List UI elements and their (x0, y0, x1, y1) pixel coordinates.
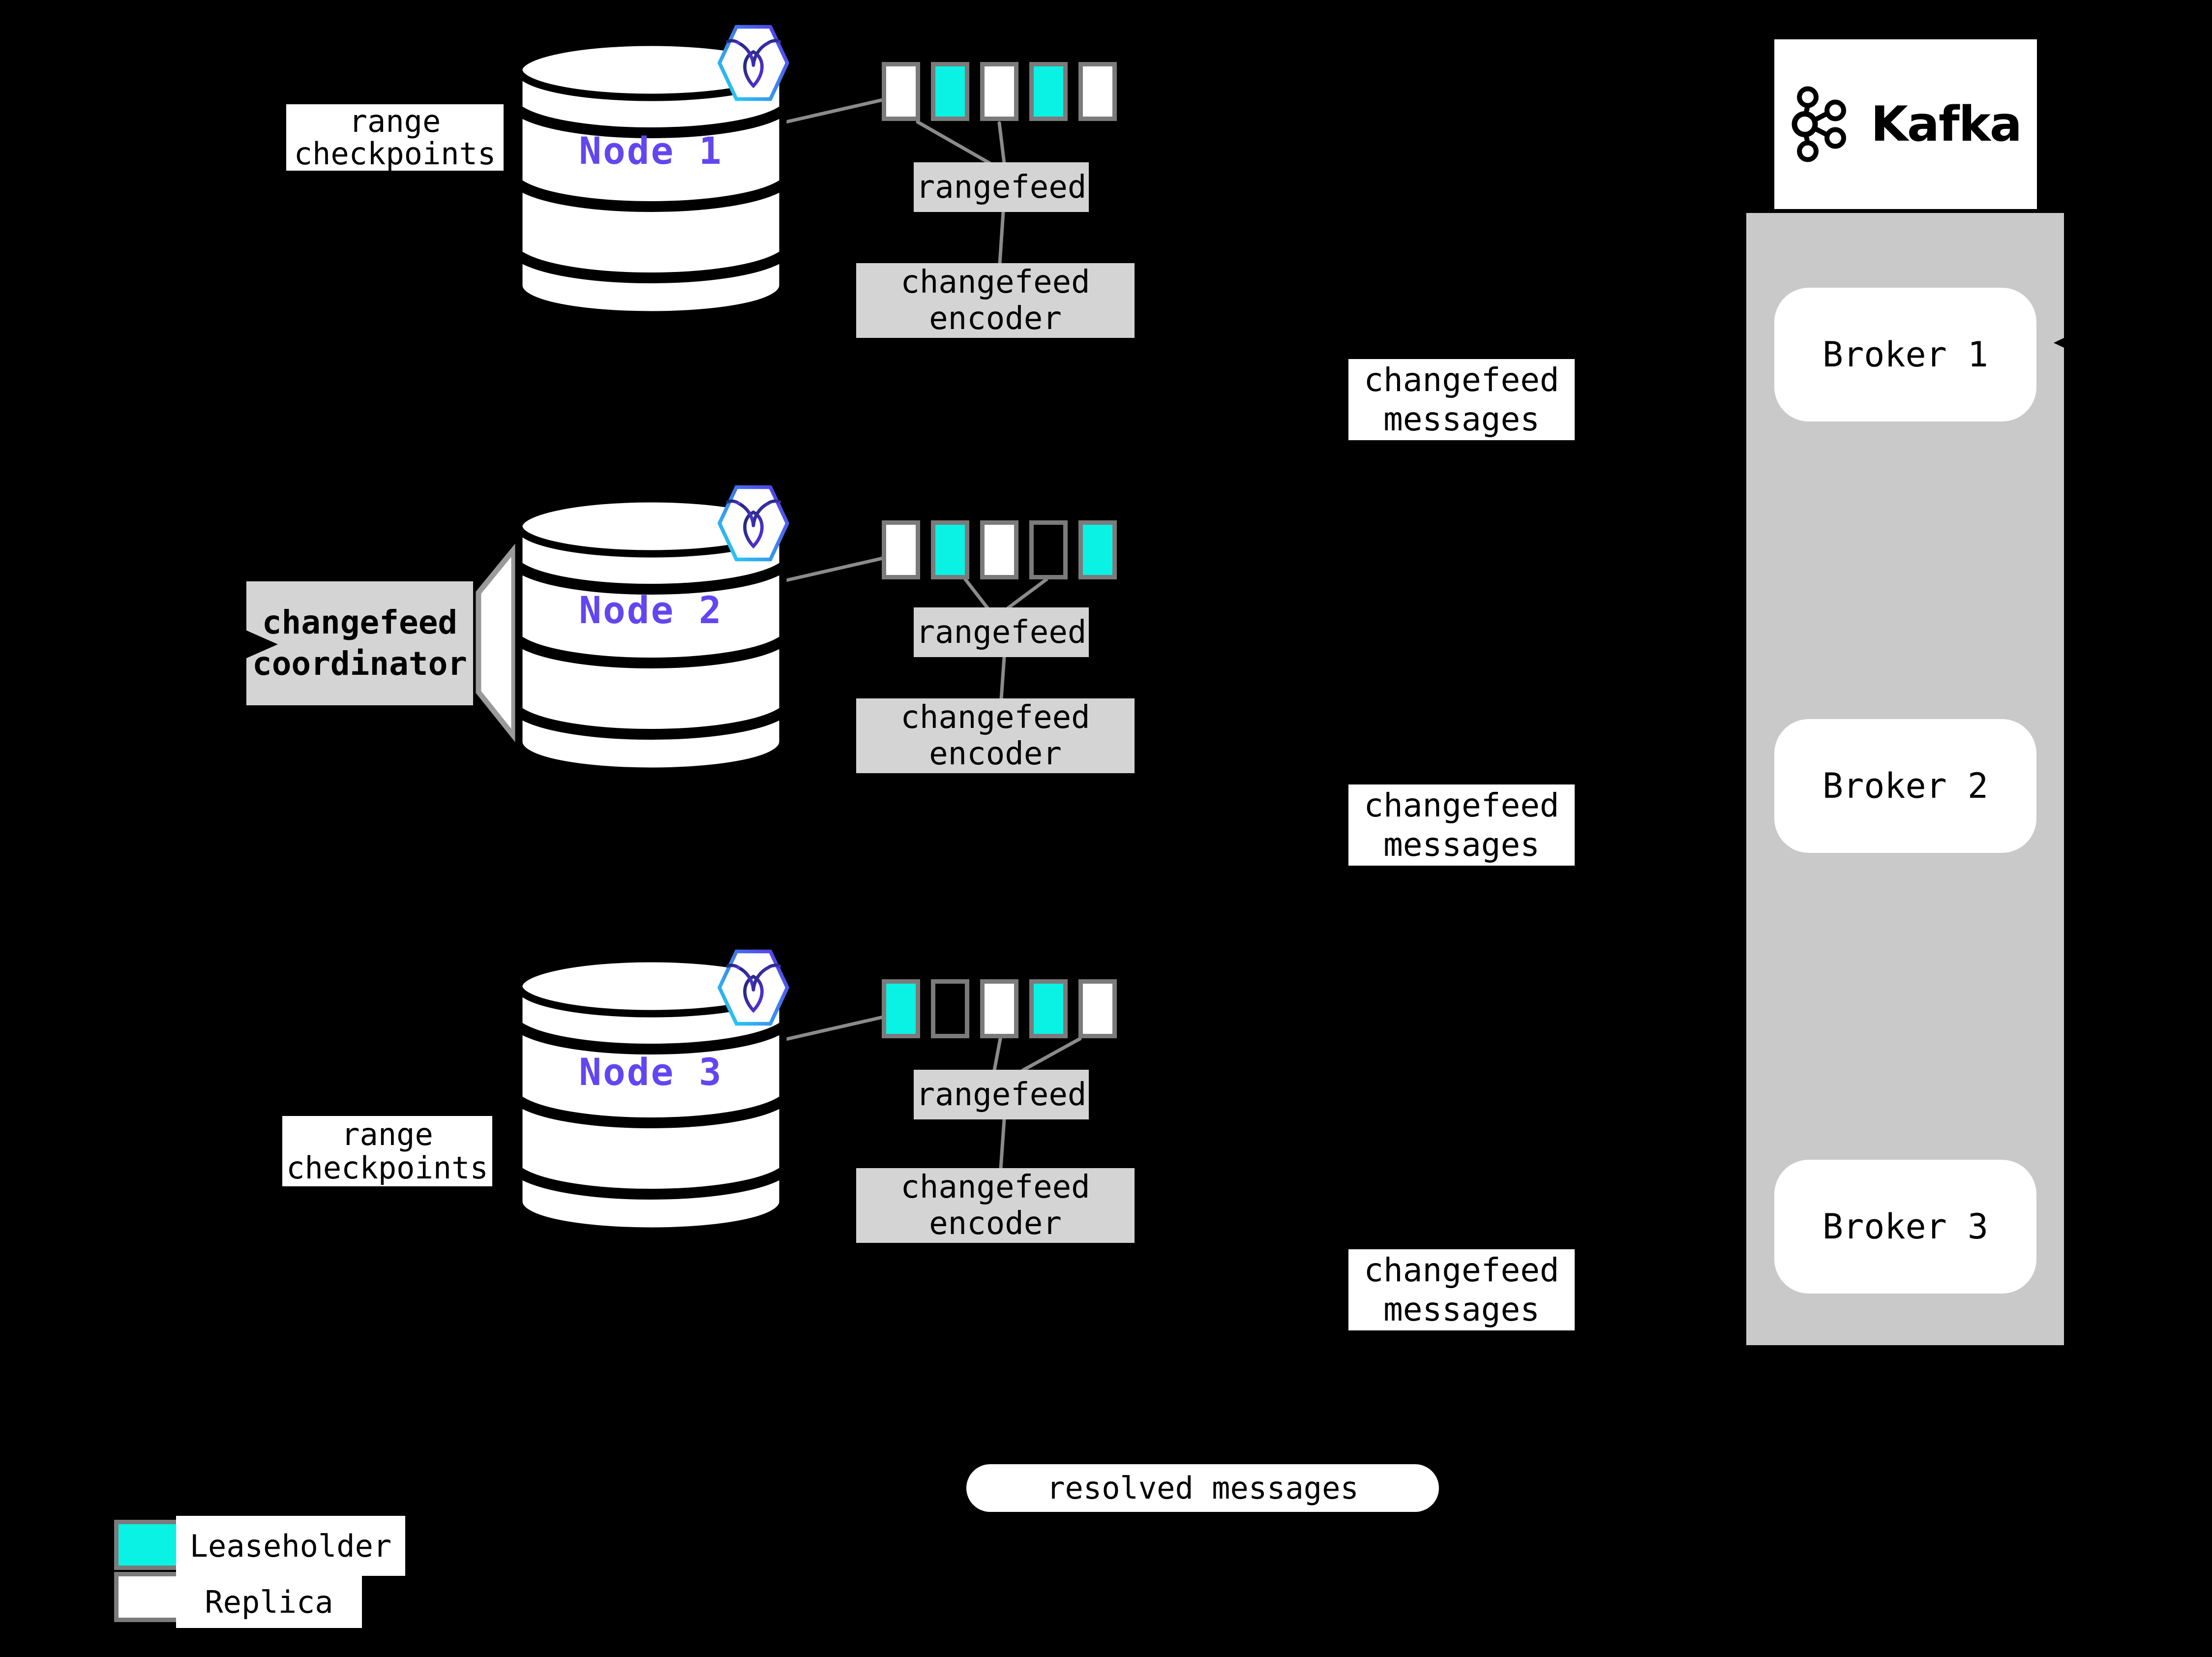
resolved-messages-pill: resolved messages (966, 1464, 1439, 1512)
label-line: changefeed (1364, 1251, 1559, 1289)
legend-leaseholder-label: Leaseholder (176, 1516, 405, 1576)
range-box (931, 62, 969, 121)
label-line: changefeed (1364, 361, 1559, 399)
node-3-label: Node 3 (579, 1050, 723, 1094)
legend-replica-swatch (114, 1572, 180, 1622)
range-box (931, 979, 969, 1038)
changefeed-encoder-box: changefeed encoder (856, 263, 1135, 338)
label-line: messages (1383, 825, 1540, 864)
label-line: encoder (929, 736, 1062, 772)
broker-1-box: Broker 1 (1774, 288, 2036, 422)
broker-2-box: Broker 2 (1774, 719, 2036, 853)
broker-label: Broker 2 (1822, 766, 1989, 806)
range-box (980, 979, 1018, 1038)
range-box (1029, 62, 1068, 121)
label-line: Leaseholder (189, 1528, 392, 1564)
database-cylinder-icon (515, 39, 787, 319)
legend-leaseholder-swatch (114, 1520, 180, 1570)
broker-label: Broker 1 (1822, 334, 1989, 375)
range-box (980, 62, 1018, 121)
rangefeed-box: rangefeed (914, 607, 1089, 657)
label-line: messages (1383, 400, 1540, 438)
range-box (931, 520, 969, 579)
database-cylinder-icon (515, 496, 787, 775)
label-line: changefeed (900, 264, 1090, 301)
changefeed-messages-label: changefeed messages (1348, 359, 1575, 440)
range-checkpoints-label-bottom: range checkpoints (282, 1116, 492, 1186)
range-box (980, 520, 1018, 579)
range-box (1078, 520, 1117, 579)
range-box (1029, 979, 1068, 1038)
arrowhead-icon (240, 628, 278, 661)
range-box (1078, 62, 1117, 121)
broker-label: Broker 3 (1822, 1206, 1989, 1247)
arrowhead-icon (2054, 325, 2092, 361)
rangefeed-label: rangefeed (916, 614, 1087, 651)
cockroachdb-badge-icon (717, 949, 790, 1026)
label-line: range (349, 103, 441, 139)
broker-3-box: Broker 3 (1774, 1160, 2036, 1294)
kafka-brand-text: Kafka (1870, 96, 2022, 152)
legend-replica-label: Replica (176, 1576, 362, 1628)
label-line: changefeed (1364, 786, 1559, 824)
cockroachdb-badge-icon (717, 25, 790, 101)
changefeed-encoder-box: changefeed encoder (856, 1168, 1135, 1243)
node-2-label: Node 2 (579, 588, 723, 632)
changefeed-messages-label: changefeed messages (1348, 1249, 1575, 1330)
resolved-messages-label: resolved messages (1046, 1470, 1359, 1506)
coordinator-flag-icon (476, 542, 517, 744)
label-line: coordinator (252, 645, 468, 683)
range-checkpoints-label-top: range checkpoints (286, 104, 504, 171)
rangefeed-box: rangefeed (914, 1070, 1089, 1119)
cockroachdb-badge-icon (717, 485, 790, 562)
label-line: changefeed (262, 603, 458, 641)
range-box (882, 62, 920, 121)
label-line: range (341, 1116, 433, 1152)
kafka-logo-icon (1792, 86, 1846, 162)
kafka-logo-box: Kafka (1774, 39, 2037, 209)
changefeed-messages-label: changefeed messages (1348, 784, 1575, 866)
rangefeed-box: rangefeed (914, 162, 1089, 212)
label-line: checkpoints (286, 1149, 488, 1186)
changefeed-coordinator-box: changefeed coordinator (246, 581, 473, 705)
range-box (1078, 979, 1117, 1038)
label-line: checkpoints (294, 135, 496, 172)
node-1-label: Node 1 (579, 129, 723, 173)
database-cylinder-icon (515, 956, 787, 1235)
label-line: changefeed (900, 1169, 1090, 1205)
label-line: encoder (929, 301, 1062, 337)
label-line: changefeed (900, 699, 1090, 736)
label-line: Replica (205, 1584, 333, 1620)
changefeed-encoder-box: changefeed encoder (856, 698, 1135, 773)
rangefeed-label: rangefeed (916, 169, 1087, 206)
rangefeed-label: rangefeed (916, 1076, 1087, 1113)
range-box (882, 979, 920, 1038)
range-box (1029, 520, 1068, 579)
label-line: encoder (929, 1205, 1062, 1242)
range-box (882, 520, 920, 579)
label-line: messages (1383, 1290, 1540, 1328)
